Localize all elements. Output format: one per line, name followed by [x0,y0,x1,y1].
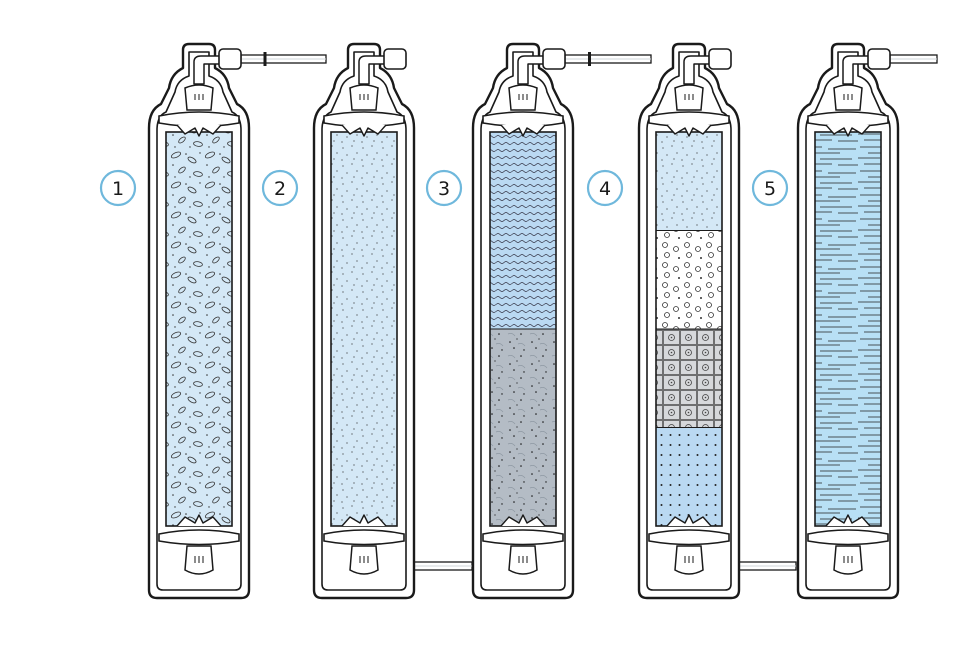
bottom-plate [807,529,889,546]
cartridge-3 [471,42,575,600]
stage-badge: 2 [261,169,299,207]
bottom-plate [323,529,405,546]
coupling-nut [708,48,732,70]
media-layer-pebble [166,132,232,527]
badge-number: 3 [438,178,450,200]
badge-ring [261,169,299,207]
cartridge-4 [637,42,741,600]
housing-inner-wall [480,51,566,591]
pipe [413,561,473,571]
badge-number: 2 [274,178,286,200]
elbow-fitting [683,55,712,85]
top-plate [482,111,564,128]
bottom-retainer [176,514,222,527]
media-layer-wavy-lines [490,132,556,330]
bottom-plate [648,529,730,546]
pipe [737,561,797,571]
housing-inner-wall [805,51,891,591]
top-plate [807,111,889,128]
pipe-clamp [263,52,267,66]
media-layer-fine-dots [331,132,397,527]
bottom-plate [482,529,564,546]
bottom-retainer [341,514,387,527]
pipe-clamp [588,52,591,66]
housing-inner-wall [321,51,407,591]
top-plate [158,111,240,128]
stage-badge: 4 [586,169,624,207]
badge-ring [425,169,463,207]
cartridges [147,42,900,600]
top-plate [648,111,730,128]
badge-ring [586,169,624,207]
badges: 1 2 3 4 5 [99,169,789,207]
top-retainer [666,124,712,137]
cartridge-5 [796,42,900,600]
top-retainer [500,124,546,137]
media-layer-grid-cells [656,329,722,428]
elbow-fitting [193,55,222,85]
badge-number: 1 [112,178,124,200]
coupling-nut [542,48,566,70]
elbow-fitting [517,55,546,85]
housing-inner-wall [156,51,242,591]
media-layer-dark-granules [490,329,556,527]
media-layer-dot-grid [656,427,722,527]
bottom-retainer [666,514,712,527]
media-layer-fine-dots [656,132,722,231]
elbow-fitting [358,55,387,85]
top-retainer [176,124,222,137]
elbow-fitting [842,55,871,85]
badge-ring [99,169,137,207]
badge-number: 4 [599,178,611,200]
bottom-retainer [500,514,546,527]
pipe [240,52,327,66]
top-retainer [341,124,387,137]
top-retainer [825,124,871,137]
pipe [889,54,938,64]
media-layer-circles [656,230,722,330]
bottom-plate [158,529,240,546]
stage-badge: 1 [99,169,137,207]
stage-badge: 5 [751,169,789,207]
cartridge-2 [312,42,416,600]
coupling-nut [867,48,891,70]
stage-badge: 3 [425,169,463,207]
cartridge-1 [147,42,251,600]
bottom-retainer [825,514,871,527]
coupling-nut [383,48,407,70]
pipe [564,52,652,66]
housing-inner-wall [646,51,732,591]
top-plate [323,111,405,128]
media-layer-horizontal-fibers [815,132,881,527]
badge-number: 5 [764,178,776,200]
coupling-nut [218,48,242,70]
connectors [240,52,938,571]
badge-ring [751,169,789,207]
